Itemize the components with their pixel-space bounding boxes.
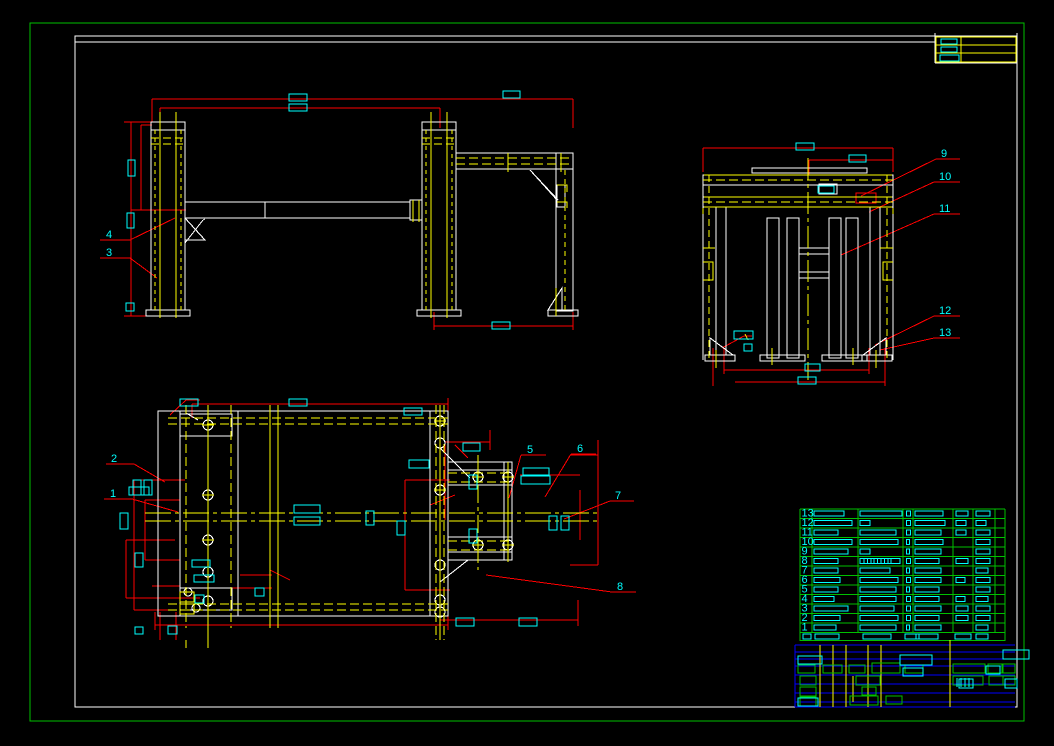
side-elevation-view[interactable] bbox=[702, 142, 960, 386]
front-view-geometry bbox=[145, 121, 579, 317]
item-number-label-6[interactable]: 6 bbox=[577, 443, 583, 455]
bom-row-number: 9 bbox=[802, 546, 808, 558]
side-view-center-lines bbox=[702, 158, 894, 380]
front-view-center-lines bbox=[151, 112, 573, 318]
revision-text-glyphs bbox=[939, 38, 960, 62]
title-block-horizontal-lines bbox=[794, 644, 1015, 708]
title-block-text-glyphs bbox=[797, 649, 1030, 707]
item-number-label-8[interactable]: 8 bbox=[617, 581, 623, 593]
side-view-geometry bbox=[702, 167, 894, 362]
bom-row-number: 3 bbox=[802, 603, 808, 615]
item-number-label-12[interactable]: 12 bbox=[939, 305, 951, 317]
item-number-label-1[interactable]: 1 bbox=[110, 488, 116, 500]
bom-row-number: 7 bbox=[802, 565, 808, 577]
sheet-borders bbox=[29, 22, 1025, 722]
bom-cell-glyphs bbox=[802, 510, 991, 640]
bom-row-number: 5 bbox=[802, 584, 808, 596]
item-number-label-10[interactable]: 10 bbox=[939, 171, 951, 183]
title-block[interactable] bbox=[794, 640, 1030, 708]
front-view-leaders bbox=[184, 169, 557, 244]
bom-row-number: 2 bbox=[802, 612, 808, 624]
title-block-fields bbox=[797, 662, 1016, 707]
bom-row-number: 4 bbox=[802, 593, 808, 605]
plan-top-view[interactable] bbox=[104, 398, 636, 648]
bom-row-number: 11 bbox=[802, 527, 813, 539]
side-view-dimensions bbox=[702, 147, 960, 386]
item-number-label-9[interactable]: 9 bbox=[941, 148, 947, 160]
bom-row-number: 12 bbox=[802, 517, 814, 529]
plan-view-dimensions bbox=[104, 398, 636, 640]
inner-border bbox=[74, 35, 1018, 708]
item-number-label-3[interactable]: 3 bbox=[106, 247, 112, 259]
plan-view-dimension-text bbox=[119, 398, 570, 635]
item-number-label-13[interactable]: 13 bbox=[939, 327, 951, 339]
item-number-label-5[interactable]: 5 bbox=[527, 444, 533, 456]
item-number-label-2[interactable]: 2 bbox=[111, 453, 117, 465]
item-number-label-7[interactable]: 7 bbox=[615, 490, 621, 502]
bom-row-number: 10 bbox=[802, 536, 814, 548]
outer-border bbox=[29, 22, 1025, 722]
title-block-vertical-lines bbox=[819, 640, 951, 707]
front-view-dimension-text bbox=[125, 90, 521, 330]
revision-corner-block[interactable] bbox=[75, 33, 1018, 64]
bom-row-number: 13 bbox=[802, 508, 814, 520]
bom-row-number: 6 bbox=[802, 574, 808, 586]
bom-grid bbox=[799, 508, 1006, 641]
bom-row-number: 1 bbox=[802, 622, 808, 634]
bom-row-number: 8 bbox=[802, 555, 808, 567]
item-number-label-11[interactable]: 11 bbox=[939, 203, 950, 215]
side-view-dimension-text bbox=[733, 142, 867, 385]
front-elevation-view[interactable] bbox=[100, 90, 579, 330]
item-number-label-4[interactable]: 4 bbox=[106, 229, 112, 241]
plan-view-center-lines bbox=[145, 405, 600, 648]
